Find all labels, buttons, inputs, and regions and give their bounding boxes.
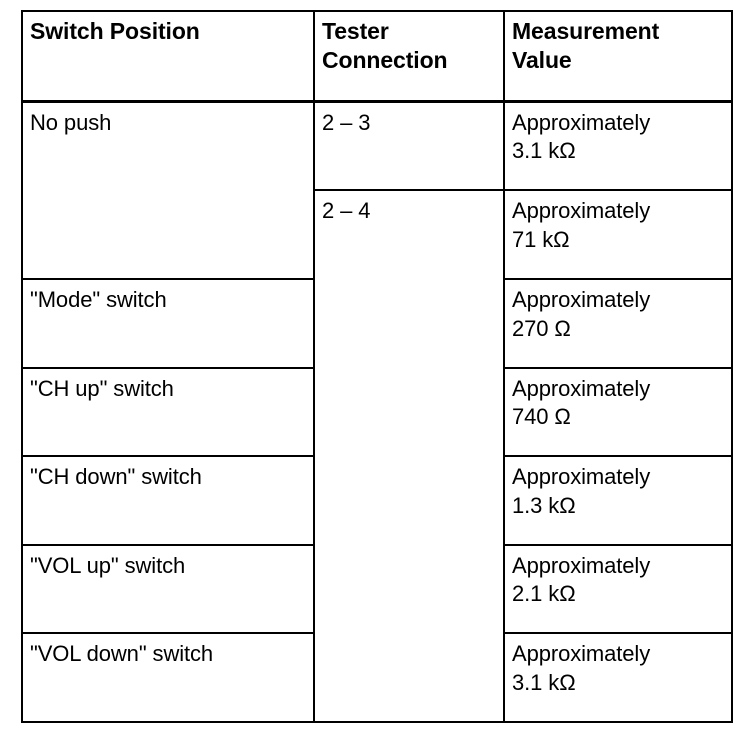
cell-switch-position-text: "Mode" switch bbox=[30, 287, 167, 313]
cell-measurement-value-text: Approximately 3.1 kΩ bbox=[512, 109, 651, 164]
cell-measurement-value-text: Approximately 71 kΩ bbox=[512, 198, 651, 253]
column-header-measurement-value: Measurement Value bbox=[503, 9, 733, 103]
cell-switch-position-text: No push bbox=[30, 109, 112, 135]
cell-switch-position: "VOL up" switch bbox=[21, 543, 315, 635]
table-row: No push 2 – 3 Approximately 3.1 kΩ bbox=[21, 100, 733, 281]
cell-switch-position: "CH up" switch bbox=[21, 366, 315, 458]
cell-switch-position-text: "VOL up" switch bbox=[30, 552, 186, 578]
cell-measurement-value-text: Approximately 1.3 kΩ bbox=[512, 464, 651, 518]
cell-switch-position-text: "CH up" switch bbox=[30, 375, 174, 401]
column-header-tester-connection: Tester Connection bbox=[313, 9, 505, 103]
table-row: "VOL up" switch Approximately 2.1 kΩ bbox=[21, 543, 733, 635]
measurement-spec-table-container: Switch Position Tester Connection Measur… bbox=[21, 9, 733, 723]
table-row: "CH up" switch Approximately 740 Ω bbox=[21, 366, 733, 458]
cell-measurement-value: Approximately 2.1 kΩ bbox=[503, 543, 733, 635]
cell-switch-position-text: "VOL down" switch bbox=[30, 641, 214, 667]
cell-measurement-value: Approximately 71 kΩ bbox=[503, 189, 733, 281]
cell-measurement-value: Approximately 740 Ω bbox=[503, 366, 733, 458]
table-row: "CH down" switch Approximately 1.3 kΩ bbox=[21, 455, 733, 546]
cell-switch-position: No push bbox=[21, 100, 315, 281]
cell-measurement-value: Approximately 3.1 kΩ bbox=[503, 632, 733, 723]
cell-measurement-value-text: Approximately 270 Ω bbox=[512, 287, 651, 341]
cell-measurement-value: Approximately 3.1 kΩ bbox=[503, 100, 733, 192]
cell-measurement-value: Approximately 270 Ω bbox=[503, 278, 733, 369]
table-row: "Mode" switch Approximately 270 Ω bbox=[21, 278, 733, 369]
cell-switch-position: "CH down" switch bbox=[21, 455, 315, 546]
cell-measurement-value-text: Approximately 740 Ω bbox=[512, 375, 651, 430]
cell-switch-position-text: "CH down" switch bbox=[30, 464, 202, 490]
cell-switch-position: "VOL down" switch bbox=[21, 632, 315, 723]
table-row: 2 – 4 Approximately 71 kΩ bbox=[22, 189, 733, 723]
table-header-row: Switch Position Tester Connection Measur… bbox=[21, 9, 733, 103]
column-header-measurement-value-label: Measurement Value bbox=[512, 18, 660, 74]
cell-tester-connection-text: 2 – 4 bbox=[322, 198, 371, 224]
measurement-spec-table: Switch Position Tester Connection Measur… bbox=[21, 9, 733, 723]
cell-measurement-value-text: Approximately 2.1 kΩ bbox=[512, 552, 651, 607]
table-row: "VOL down" switch Approximately 3.1 kΩ bbox=[21, 632, 733, 723]
cell-measurement-value: Approximately 1.3 kΩ bbox=[503, 455, 733, 546]
cell-tester-connection: 2 – 3 bbox=[313, 100, 505, 192]
cell-switch-position: "Mode" switch bbox=[21, 278, 315, 369]
column-header-switch-position-label: Switch Position bbox=[30, 18, 200, 44]
column-header-tester-connection-label: Tester Connection bbox=[322, 18, 448, 74]
cell-tester-connection: 2 – 4 bbox=[313, 189, 505, 723]
cell-tester-connection-text: 2 – 3 bbox=[322, 109, 371, 135]
column-header-switch-position: Switch Position bbox=[21, 9, 315, 103]
cell-measurement-value-text: Approximately 3.1 kΩ bbox=[512, 641, 651, 695]
